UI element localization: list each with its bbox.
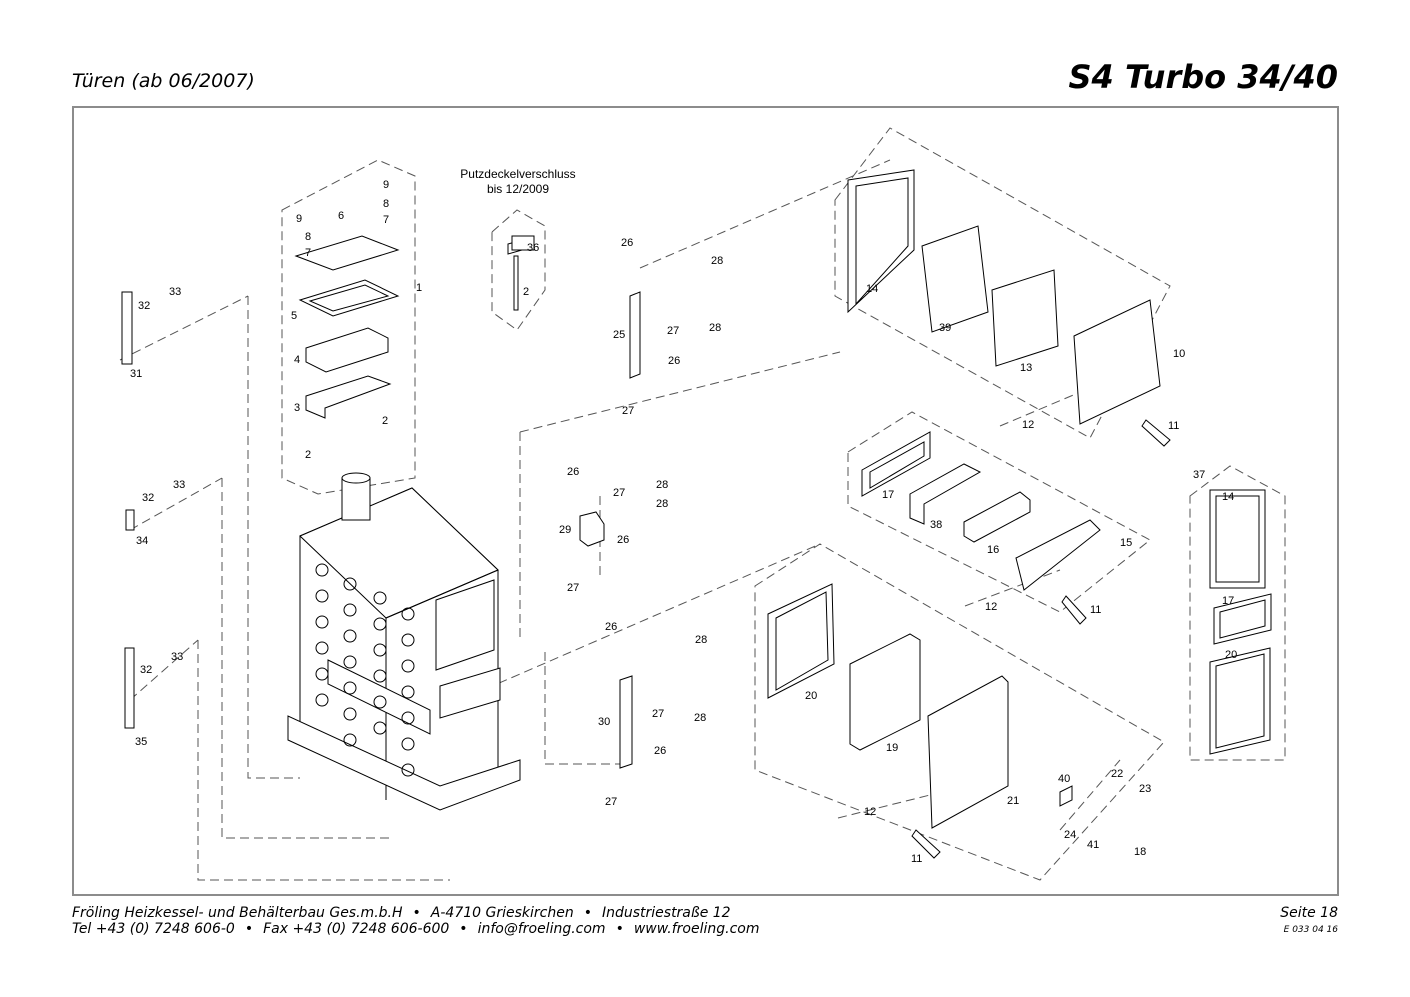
part-label: 4 — [294, 354, 300, 366]
part-label: 32 — [142, 492, 154, 504]
part-label: 2 — [382, 415, 388, 427]
part-label: 22 — [1111, 768, 1123, 780]
part-label: 12 — [864, 806, 876, 818]
part-label: 7 — [305, 247, 311, 259]
footer-email: info@froeling.com — [477, 921, 606, 937]
part-label: 9 — [383, 179, 389, 191]
part-label: 36 — [527, 242, 539, 254]
part-label: 26 — [617, 534, 629, 546]
part-label: 26 — [621, 237, 633, 249]
part-label: 27 — [667, 325, 679, 337]
footer-street: Industriestraße 12 — [601, 905, 731, 921]
part-label: 26 — [567, 466, 579, 478]
part-label: 33 — [173, 479, 185, 491]
part-label: 21 — [1007, 795, 1019, 807]
part-label: 6 — [338, 210, 344, 222]
footer-bullet: • — [412, 905, 421, 921]
part-label: 26 — [654, 745, 666, 757]
footer-bullet: • — [244, 921, 254, 937]
footer-bullet: • — [615, 921, 624, 937]
footer-address-line: Fröling Heizkessel- und Behälterbau Ges.… — [72, 905, 731, 921]
part-label: 7 — [383, 214, 389, 226]
part-label: 20 — [1225, 649, 1237, 661]
part-number-labels: 1 2 2 2 3 4 5 6 7 7 8 8 9 9 10 11 11 11 … — [130, 179, 1237, 865]
part-label: 28 — [695, 634, 707, 646]
part-label: 29 — [559, 524, 571, 536]
part-label: 5 — [291, 310, 297, 322]
part-label: 26 — [605, 621, 617, 633]
part-label: 11 — [911, 853, 922, 865]
part-label: 20 — [805, 690, 817, 702]
part-label: 13 — [1020, 362, 1032, 374]
footer-company: Fröling Heizkessel- und Behälterbau Ges.… — [72, 905, 403, 921]
inset-note: Putzdeckelverschluss bis 12/2009 — [460, 167, 575, 196]
part-label: 28 — [656, 498, 668, 510]
part-label: 10 — [1173, 348, 1185, 360]
part-label: 32 — [140, 664, 152, 676]
inset-note-line2: bis 12/2009 — [487, 182, 549, 196]
inset-note-line1: Putzdeckelverschluss — [460, 167, 575, 181]
part-label: 11 — [1168, 420, 1179, 432]
part-label: 28 — [711, 255, 723, 267]
part-label: 34 — [136, 535, 148, 547]
part-label: 8 — [383, 198, 389, 210]
part-label: 2 — [523, 286, 529, 298]
part-label: 33 — [169, 286, 181, 298]
footer-fax: Fax +43 (0) 7248 606-600 — [263, 921, 450, 937]
footer-web: www.froeling.com — [633, 921, 760, 937]
part-label: 27 — [622, 405, 634, 417]
boiler-port-circles — [315, 563, 415, 777]
section-title: Türen (ab 06/2007) — [72, 70, 255, 92]
part-label: 12 — [1022, 419, 1034, 431]
part-label: 17 — [882, 489, 894, 501]
part-label: 40 — [1058, 773, 1070, 785]
part-label: 28 — [656, 479, 668, 491]
part-label: 32 — [138, 300, 150, 312]
part-label: 27 — [605, 796, 617, 808]
part-label: 26 — [668, 355, 680, 367]
part-label: 38 — [930, 519, 942, 531]
part-label: 37 — [1193, 469, 1205, 481]
footer-tel: Tel +43 (0) 7248 606-0 — [72, 921, 235, 937]
part-label: 3 — [294, 402, 300, 414]
part-label: 12 — [985, 601, 997, 613]
footer-bullet: • — [459, 921, 468, 937]
drawing-frame — [72, 106, 1339, 896]
part-label: 28 — [709, 322, 721, 334]
part-label: 27 — [613, 487, 625, 499]
part-label: 19 — [886, 742, 898, 754]
part-label: 11 — [1090, 604, 1101, 616]
model-title: S4 Turbo 34/40 — [1068, 58, 1339, 96]
assembly-dashed-lines — [119, 127, 1286, 881]
part-label: 24 — [1064, 829, 1076, 841]
part-label: 15 — [1120, 537, 1132, 549]
part-label: 33 — [171, 651, 183, 663]
part-label: 14 — [1222, 491, 1234, 503]
part-label: 2 — [305, 449, 311, 461]
part-label: 30 — [598, 716, 610, 728]
part-label: 41 — [1087, 839, 1099, 851]
part-label: 35 — [135, 736, 147, 748]
footer-city: A-4710 Grieskirchen — [430, 905, 574, 921]
footer-contact-line: Tel +43 (0) 7248 606-0 • Fax +43 (0) 7248 … — [72, 921, 760, 937]
part-label: 9 — [296, 213, 302, 225]
part-label: 23 — [1139, 783, 1151, 795]
part-label: 39 — [939, 322, 951, 334]
part-label: 8 — [305, 231, 311, 243]
page-number: Seite 18 — [1280, 905, 1338, 921]
part-label: 27 — [567, 582, 579, 594]
part-outlines — [121, 169, 1272, 859]
part-label: 1 — [416, 282, 422, 294]
part-label: 14 — [866, 283, 878, 295]
part-label: 28 — [694, 712, 706, 724]
footer-bullet: • — [583, 905, 592, 921]
part-label: 18 — [1134, 846, 1146, 858]
part-label: 25 — [613, 329, 625, 341]
document-number: E 033 04 16 — [1283, 925, 1338, 935]
part-label: 27 — [652, 708, 664, 720]
part-label: 16 — [987, 544, 999, 556]
part-label: 31 — [130, 368, 142, 380]
part-label: 17 — [1222, 595, 1234, 607]
